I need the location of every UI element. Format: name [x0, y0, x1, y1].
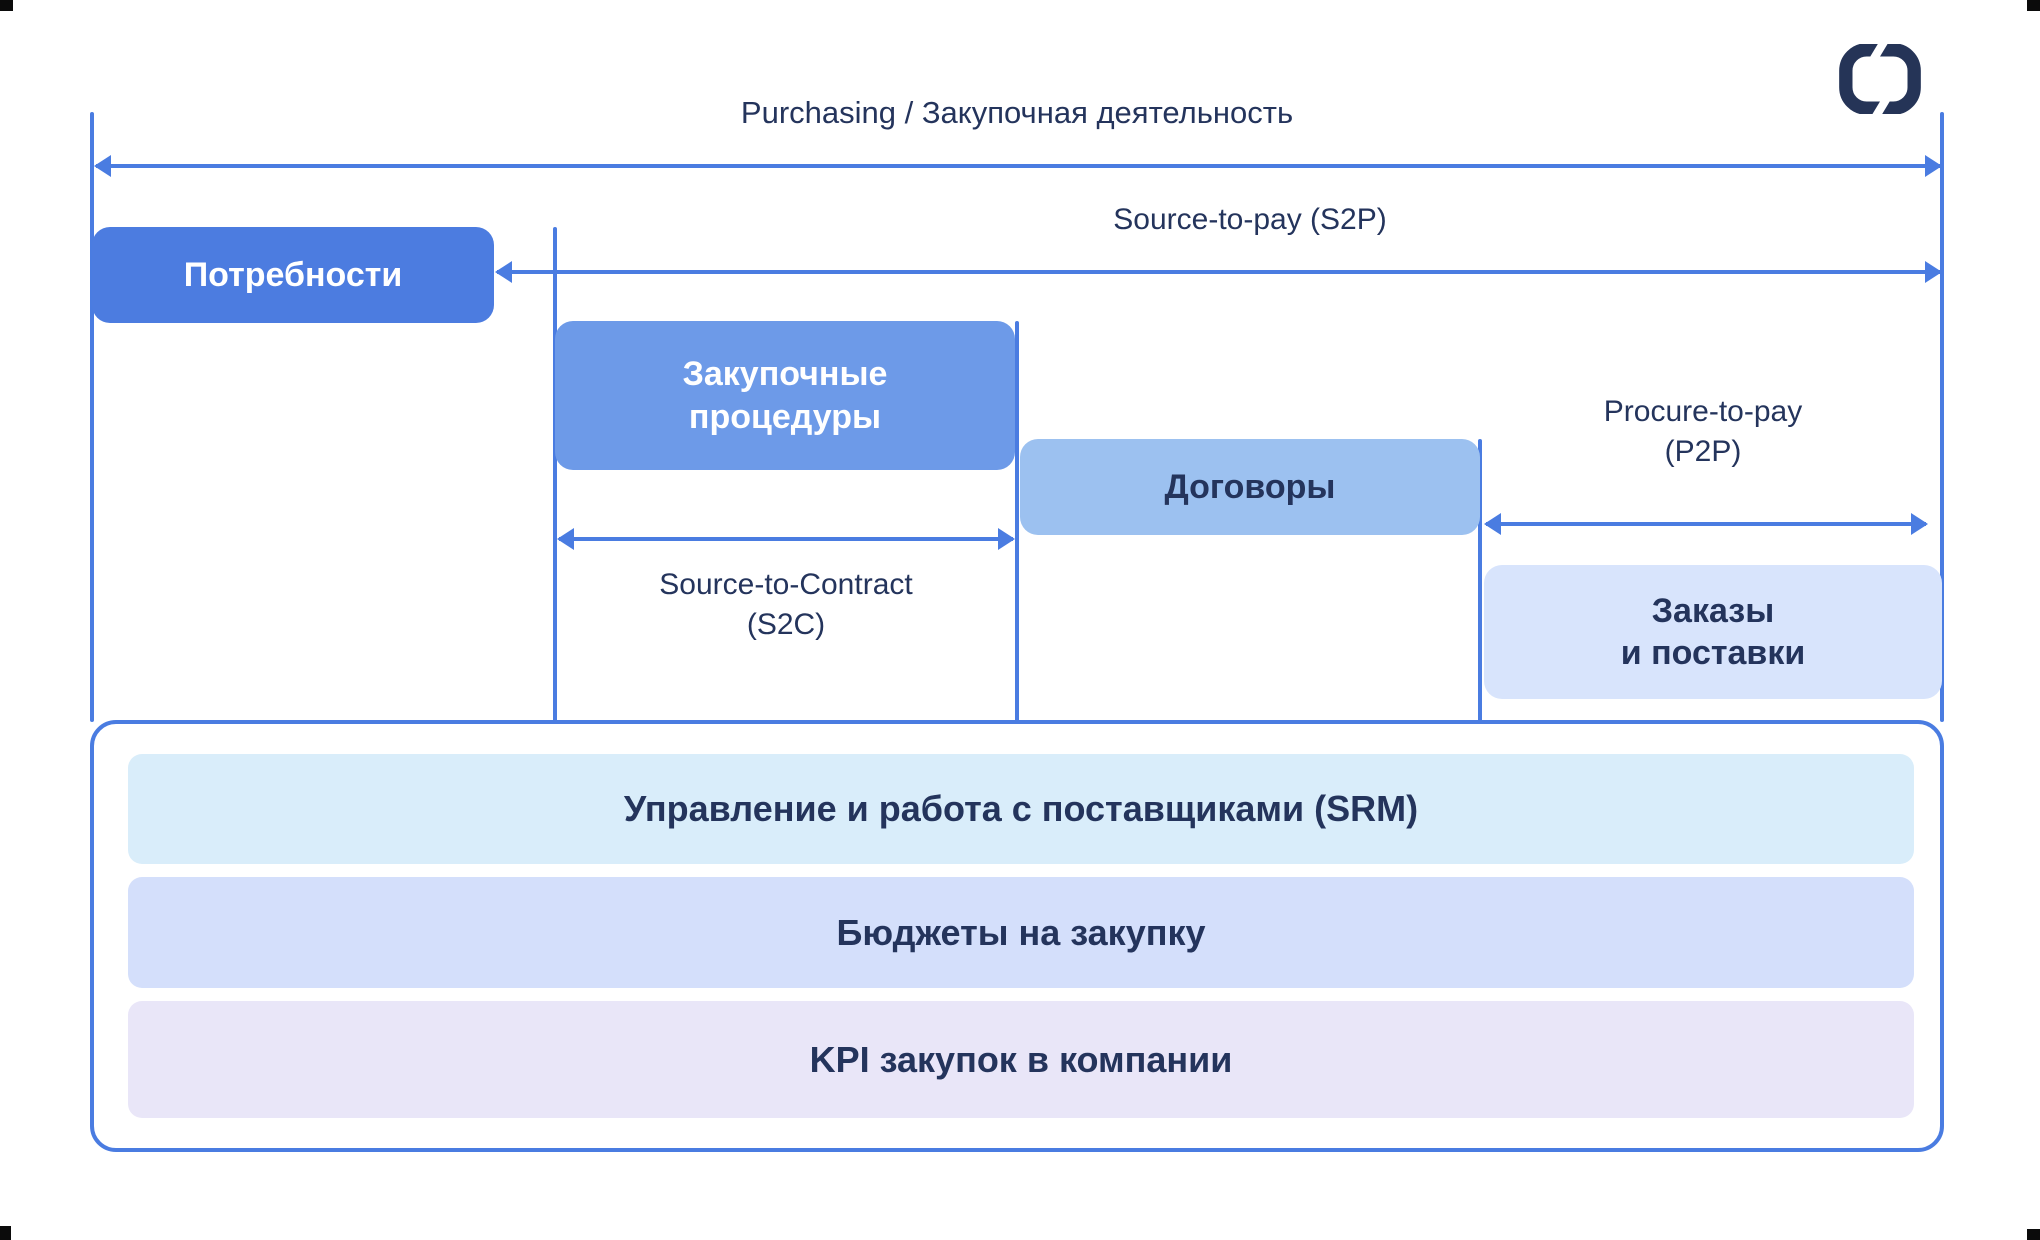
- corner-mark-bottom-right: [2027, 1229, 2040, 1240]
- foundation-row-budgets: Бюджеты на закупку: [128, 877, 1914, 988]
- guide-line-right: [1940, 112, 1944, 722]
- stage-procurement-procedures: Закупочные процедуры: [555, 321, 1015, 470]
- guide-line-left: [90, 112, 94, 722]
- arrow-head-right-icon: [1911, 513, 1928, 535]
- arrow-head-right-icon: [998, 528, 1015, 550]
- purchasing-span-arrow: [94, 155, 1942, 177]
- arrow-head-left-icon: [1484, 513, 1501, 535]
- arrow-head-left-icon: [495, 261, 512, 283]
- s2c-label: Source-to-Contract (S2C): [659, 568, 913, 641]
- corner-mark-top-left: [0, 0, 13, 11]
- foundation-container: Управление и работа с поставщиками (SRM)…: [90, 720, 1944, 1152]
- loop-logo-icon: [1839, 44, 1921, 114]
- guide-line-contracts-end: [1478, 439, 1482, 722]
- stage-orders-deliveries: Заказы и поставки: [1484, 565, 1942, 699]
- guide-line-needs-end: [553, 227, 557, 722]
- s2p-label: Source-to-pay (S2P): [1113, 203, 1387, 236]
- arrow-head-left-icon: [94, 155, 111, 177]
- s2p-span-arrow: [495, 261, 1942, 283]
- p2p-span-arrow: [1484, 513, 1928, 535]
- s2c-span-arrow: [557, 528, 1015, 550]
- stage-needs: Потребности: [92, 227, 494, 323]
- foundation-row-kpi: KPI закупок в компании: [128, 1001, 1914, 1118]
- arrow-head-left-icon: [557, 528, 574, 550]
- diagram-title: Purchasing / Закупочная деятельность: [740, 95, 1294, 130]
- foundation-row-srm: Управление и работа с поставщиками (SRM): [128, 754, 1914, 864]
- arrow-head-right-icon: [1925, 261, 1942, 283]
- corner-mark-top-right: [2027, 0, 2040, 11]
- guide-line-procedures-end: [1015, 321, 1019, 722]
- p2p-label: Procure-to-pay (P2P): [1603, 395, 1803, 468]
- stage-contracts: Договоры: [1020, 439, 1480, 535]
- corner-mark-bottom-left: [0, 1226, 11, 1240]
- arrow-head-right-icon: [1925, 155, 1942, 177]
